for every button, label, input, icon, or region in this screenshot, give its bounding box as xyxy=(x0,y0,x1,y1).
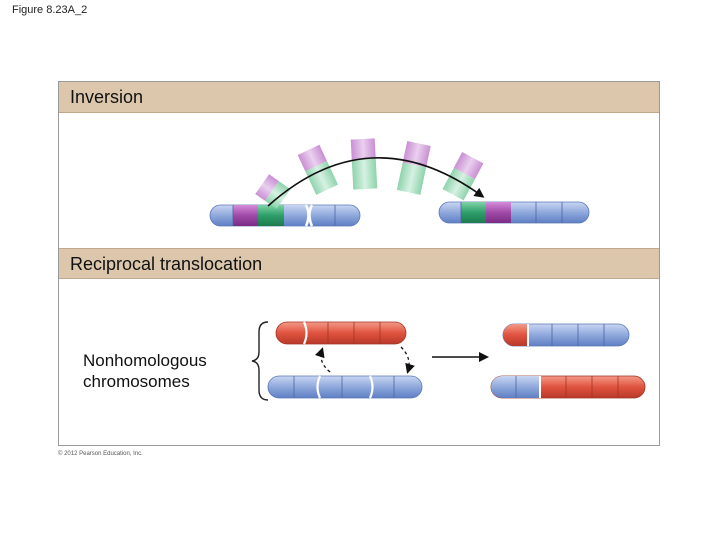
inversion-chromosome-before xyxy=(209,204,361,227)
inversion-arrow xyxy=(267,157,485,207)
inversion-title: Inversion xyxy=(70,87,144,107)
inversion-arc-pieces xyxy=(255,138,484,209)
red-chromosome-before xyxy=(275,321,407,345)
nonhomologous-label: Nonhomologous chromosomes xyxy=(83,350,253,392)
blue-chromosome-before xyxy=(267,375,423,399)
inversion-chromosome-after xyxy=(438,201,590,224)
red-chromosome-after xyxy=(502,323,630,347)
inversion-header: Inversion xyxy=(59,82,659,113)
exchange-arrow-up xyxy=(315,347,331,373)
blue-chromosome-after xyxy=(490,375,646,399)
translocation-title: Reciprocal translocation xyxy=(70,254,263,274)
nonhomologous-label-line2: chromosomes xyxy=(83,372,190,391)
exchange-arrow-down xyxy=(400,346,415,374)
figure-label: Figure 8.23A_2 xyxy=(12,4,88,16)
translocation-header: Reciprocal translocation xyxy=(59,248,659,279)
nonhomologous-bracket xyxy=(251,321,269,401)
copyright-notice: © 2012 Pearson Education, Inc. xyxy=(58,451,143,457)
nonhomologous-label-line1: Nonhomologous xyxy=(83,351,207,370)
